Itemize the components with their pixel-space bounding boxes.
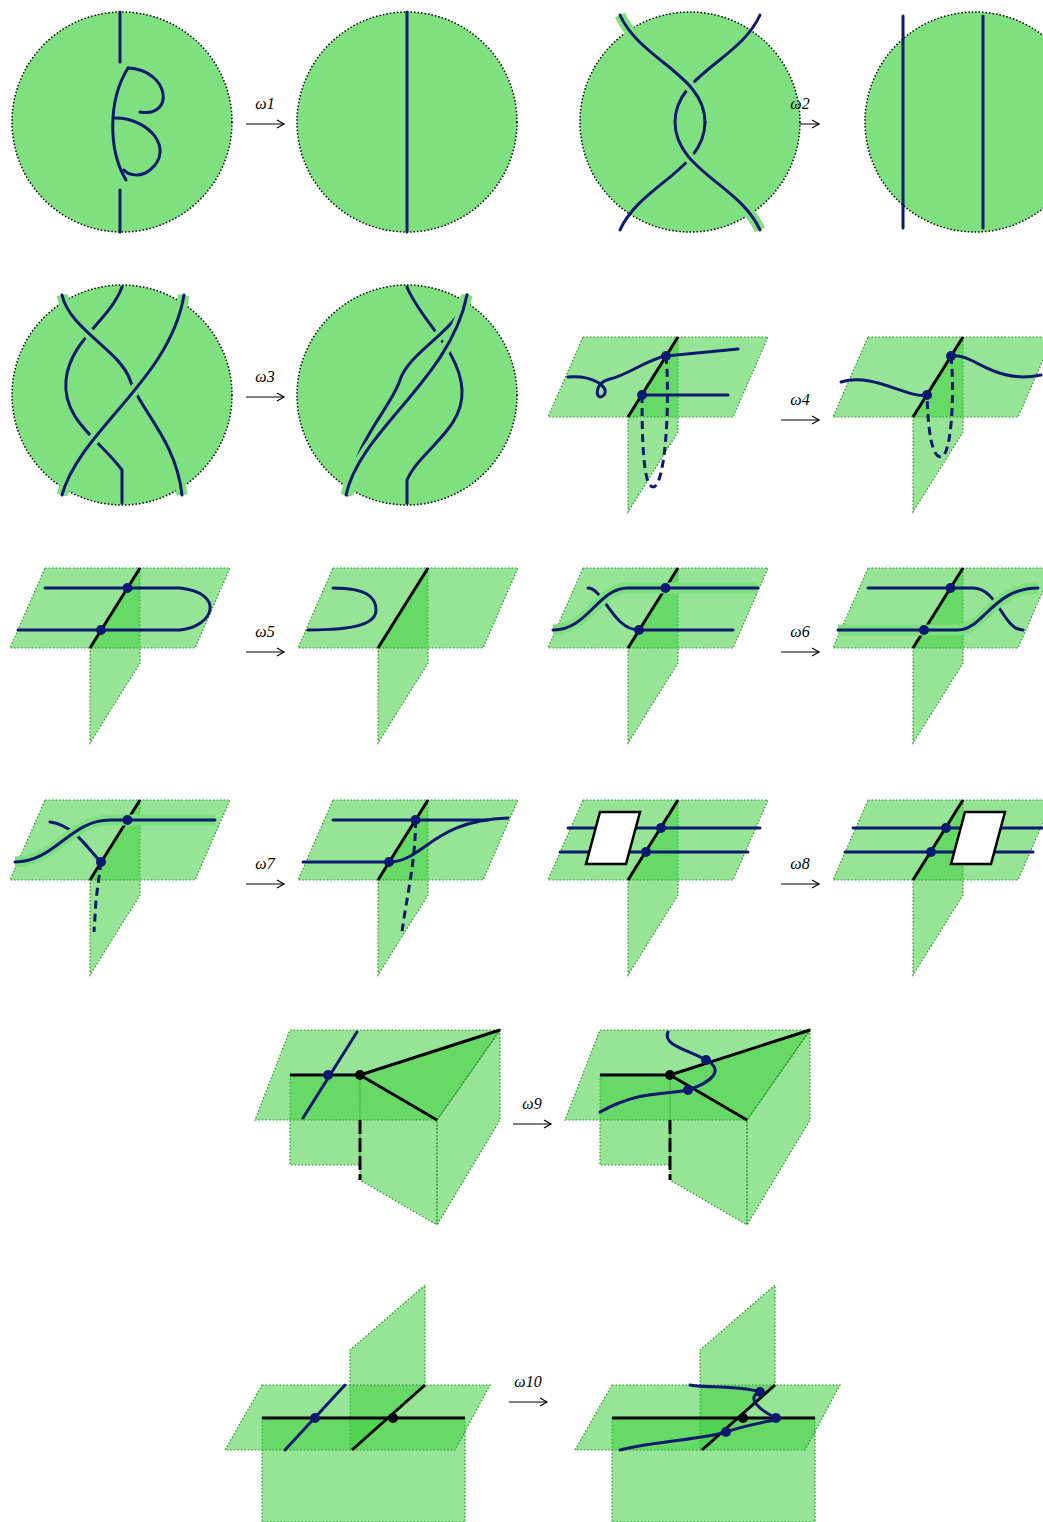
omega3-after bbox=[297, 285, 517, 505]
omega4-before bbox=[548, 337, 768, 512]
omega7-before bbox=[10, 800, 230, 975]
omega2-before bbox=[580, 12, 800, 232]
move-arrows bbox=[246, 124, 819, 1402]
move-label: ω1 bbox=[255, 96, 274, 112]
move-label: ω3 bbox=[255, 369, 274, 385]
omega10-after bbox=[575, 1285, 840, 1522]
omega10-before bbox=[225, 1285, 490, 1522]
omega9-before bbox=[255, 1030, 500, 1225]
omega4-after bbox=[833, 337, 1043, 512]
move-label: ω9 bbox=[522, 1096, 541, 1112]
move-label: ω10 bbox=[514, 1374, 541, 1390]
omega5-after bbox=[298, 568, 518, 743]
move-label: ω2 bbox=[790, 96, 809, 112]
omega5-before bbox=[10, 568, 230, 743]
omega3-before bbox=[12, 285, 232, 505]
omega6-before bbox=[548, 568, 768, 743]
move-label: ω6 bbox=[790, 624, 809, 640]
move-label: ω7 bbox=[255, 856, 274, 872]
move-label: ω8 bbox=[790, 856, 809, 872]
omega1-before bbox=[12, 12, 232, 232]
omega9-after bbox=[565, 1030, 810, 1225]
omega1-after bbox=[297, 12, 517, 232]
omega7-after bbox=[298, 800, 518, 975]
move-label: ω4 bbox=[790, 392, 809, 408]
omega2-after bbox=[865, 12, 1043, 232]
omega8-after bbox=[833, 800, 1043, 975]
omega8-before bbox=[548, 800, 768, 975]
omega6-after bbox=[833, 568, 1043, 743]
move-label: ω5 bbox=[255, 624, 274, 640]
